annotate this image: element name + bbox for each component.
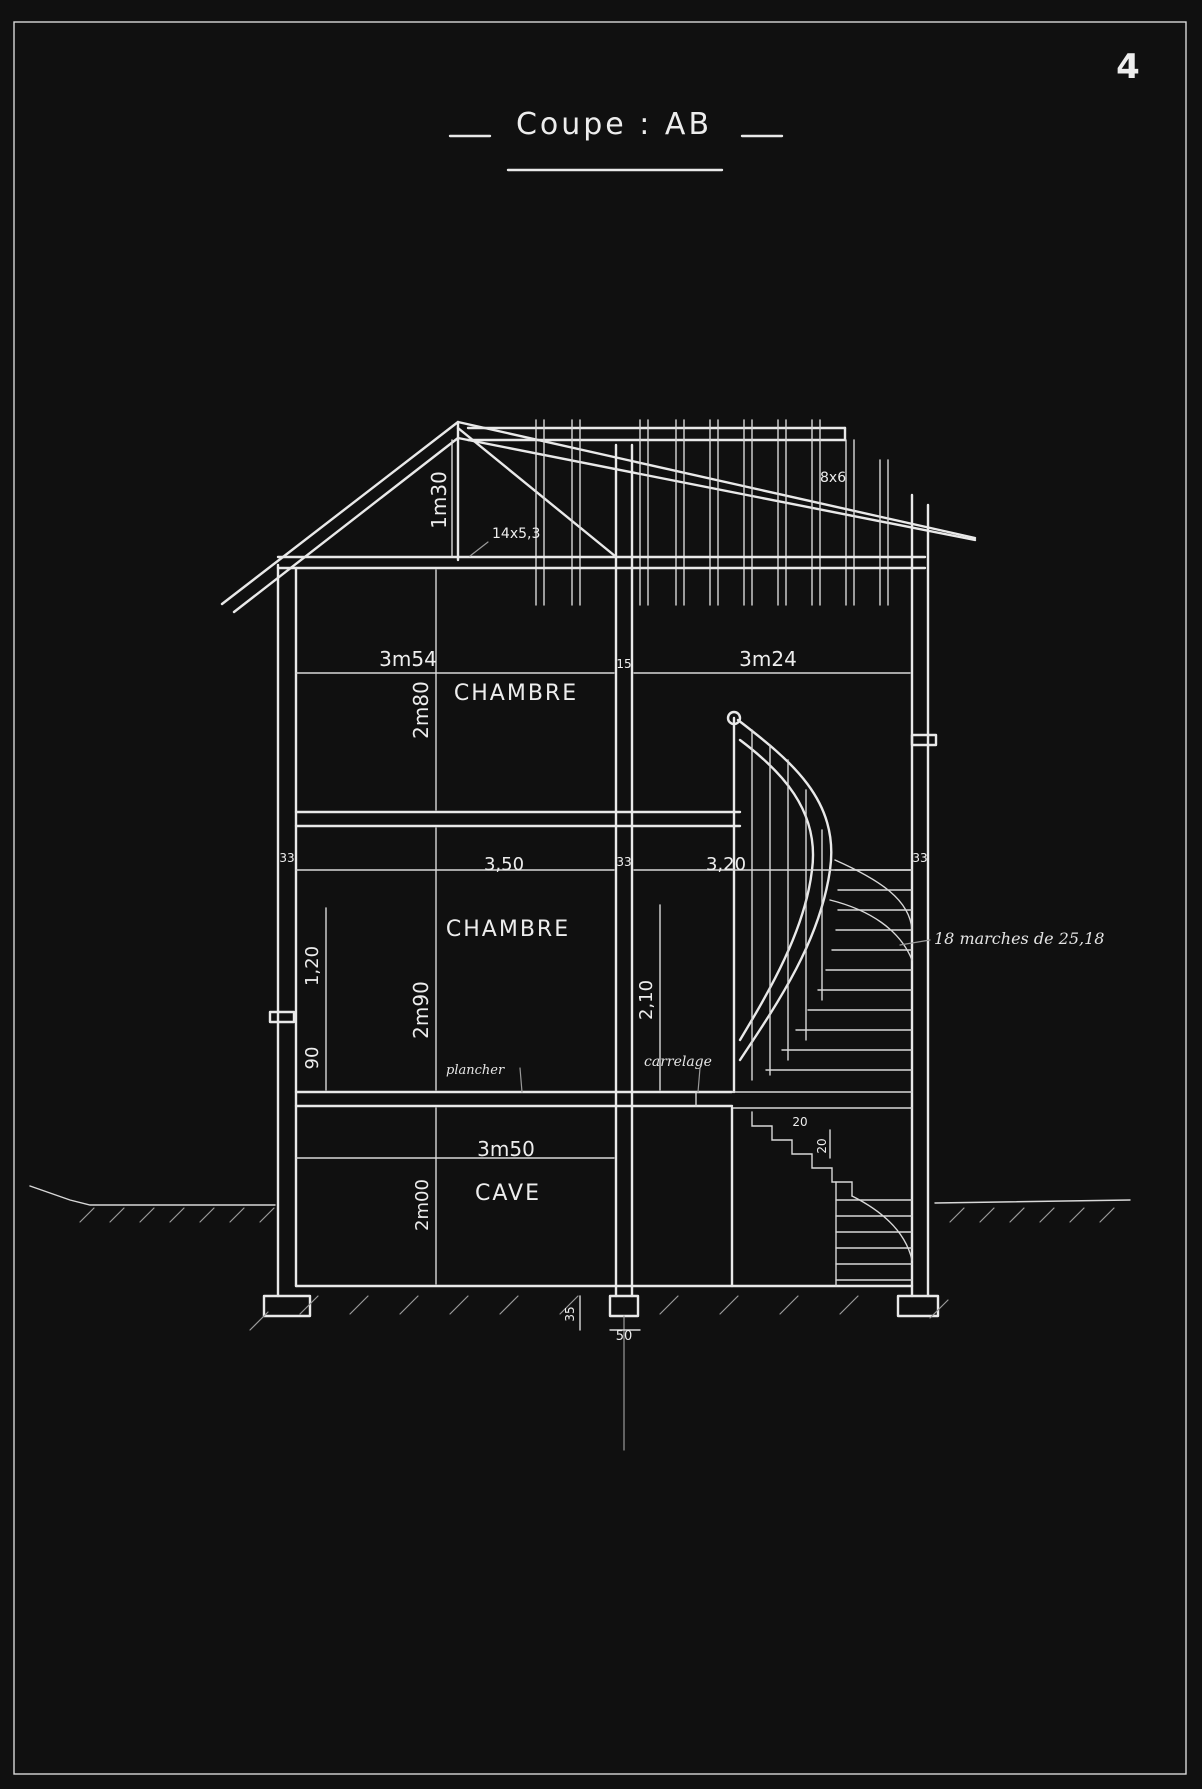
dim-door-height: 2,10 xyxy=(636,980,657,1020)
room-label-middle: CHAMBRE xyxy=(446,917,570,942)
dim-right-wall: 33 xyxy=(912,851,927,865)
annotation-stairs: 18 marches de 25,18 xyxy=(934,929,1104,948)
cellar-soil-hatch xyxy=(249,1295,949,1331)
dim-left-wall: 33 xyxy=(279,851,294,865)
right-window-sill xyxy=(910,733,938,747)
dim-upper-height: 2m80 xyxy=(409,681,433,739)
dim-rafter-size: 8x6 xyxy=(820,470,846,486)
center-wall xyxy=(608,443,640,1451)
spiral-stair xyxy=(726,710,913,1109)
left-wall xyxy=(262,563,312,1318)
annotation-floor-wood-leader xyxy=(519,1067,523,1093)
roof xyxy=(220,420,977,614)
dim-cellar-width: 3m50 xyxy=(477,1137,535,1161)
dim-upper-right-width: 3m24 xyxy=(739,647,797,671)
room-label-upper: CHAMBRE xyxy=(454,681,578,706)
roof-member-leader xyxy=(469,541,489,557)
dim-upper-wall: 15 xyxy=(616,657,631,671)
dim-mid-right-width: 3,20 xyxy=(706,854,746,875)
annotation-floor-tile-leader xyxy=(697,1067,701,1093)
dim-mid-height: 2m90 xyxy=(409,981,433,1039)
dimension-lines xyxy=(295,439,911,1331)
left-window-sill xyxy=(268,1010,296,1024)
ground-line xyxy=(29,1185,1131,1223)
room-label-cellar: CAVE xyxy=(475,1181,541,1206)
annotation-stairs-leader xyxy=(899,939,931,946)
dim-window-height: 1,20 xyxy=(302,946,323,986)
cellar-stair xyxy=(730,1106,913,1288)
dim-roof-height: 1m30 xyxy=(427,471,451,529)
dim-upper-left-width: 3m54 xyxy=(379,647,437,671)
ground-floor-slab xyxy=(294,1090,734,1108)
title: Coupe : AB xyxy=(516,107,712,142)
upper-floor-slab xyxy=(294,810,742,828)
dim-mid-wall: 33 xyxy=(616,855,631,869)
dim-roof-member: 14x5,3 xyxy=(492,526,540,542)
annotation-floor-wood: plancher xyxy=(446,1063,505,1078)
dim-footing-depth: 35 xyxy=(563,1306,577,1321)
dim-mid-left-width: 3,50 xyxy=(484,854,524,875)
dim-cellar-height: 2m00 xyxy=(412,1179,433,1231)
annotation-floor-tile: carrelage xyxy=(644,1054,712,1070)
right-wall xyxy=(896,493,940,1318)
sheet-number: 4 xyxy=(1116,47,1140,87)
sheet-border xyxy=(13,21,1187,1775)
roof-rafters xyxy=(535,419,889,606)
dim-step-a: 20 xyxy=(792,1115,807,1129)
dim-sill-height: 90 xyxy=(302,1047,323,1070)
attic-floor xyxy=(276,555,927,570)
dim-step-b: 20 xyxy=(815,1138,829,1153)
dim-footing-width: 50 xyxy=(616,1329,633,1344)
